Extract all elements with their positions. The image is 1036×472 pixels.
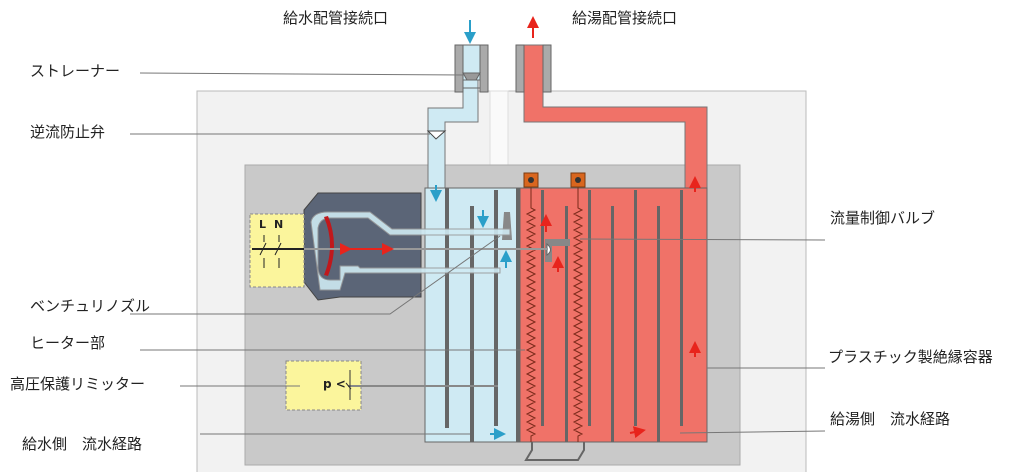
pressure-label: p <: [323, 377, 346, 391]
switch-label-l: L: [259, 218, 267, 231]
label-check-valve: 逆流防止弁: [30, 123, 106, 141]
label-plastic-container: プラスチック製絶縁容器: [828, 348, 993, 366]
label-strainer: ストレーナー: [30, 62, 121, 80]
label-cold-side-path: 給水側 流水経路: [22, 435, 143, 453]
leader-lines: [130, 72, 826, 435]
label-water-inlet: 給水配管接続口: [283, 9, 389, 27]
check-valve-symbol: [426, 130, 447, 140]
switch-label-n: N: [274, 218, 284, 231]
outlet-connector: [515, 44, 552, 93]
inlet-connector: [454, 44, 489, 93]
label-venturi-nozzle: ベンチュリノズル: [30, 297, 151, 315]
label-hot-outlet: 給湯配管接続口: [572, 9, 678, 27]
label-high-pressure-limiter: 高圧保護リミッター: [10, 375, 146, 393]
heater-coils: [524, 187, 585, 461]
label-hot-side-path: 給湯側 流水経路: [830, 410, 951, 428]
label-heater: ヒーター部: [30, 334, 106, 352]
label-flow-control-valve: 流量制御バルブ: [830, 209, 936, 227]
